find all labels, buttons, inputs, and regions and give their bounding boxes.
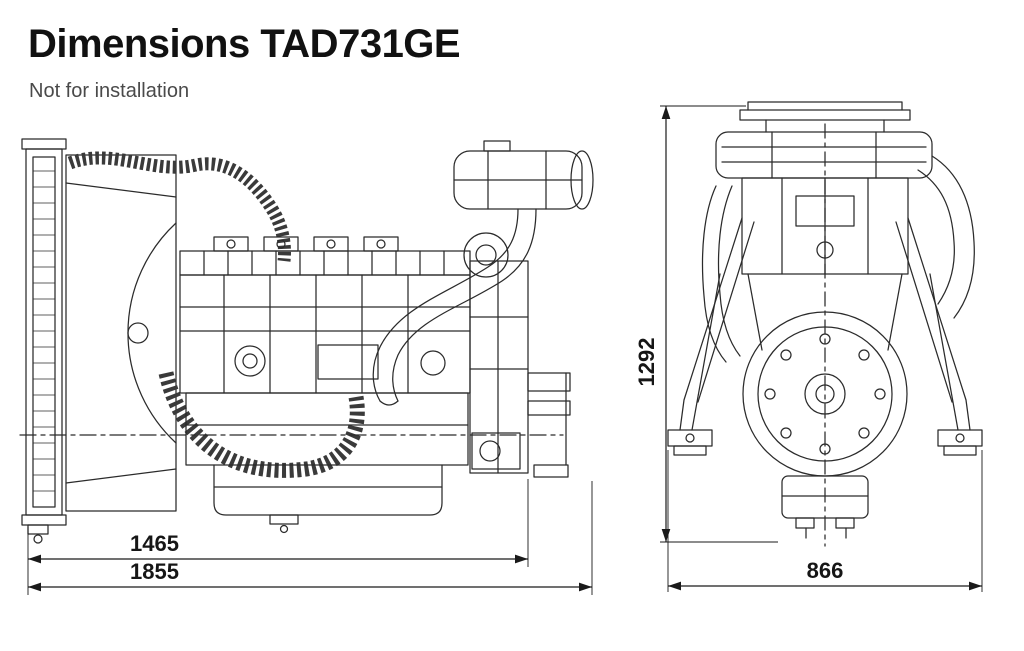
dimension-label-overall-length: 1855 <box>130 559 179 584</box>
engine-top <box>179 236 471 276</box>
flywheel-housing <box>469 260 571 478</box>
radiator <box>21 138 67 544</box>
engine-block <box>179 274 471 466</box>
engine-front-view: 1292 866 <box>634 101 983 592</box>
dimension-label-engine-length: 1465 <box>130 531 179 556</box>
air-cleaner-front <box>715 131 933 179</box>
left-pipe <box>701 185 741 363</box>
engine-body-front <box>741 177 909 275</box>
page-subtitle: Not for installation <box>29 80 190 102</box>
right-pipe <box>917 155 975 319</box>
coolant-hose-icon <box>158 371 365 478</box>
top-frame <box>739 101 911 133</box>
dimension-label-overall-height: 1292 <box>634 338 659 387</box>
mounting-bracket-left <box>667 217 755 456</box>
oil-pan <box>213 464 443 534</box>
intake-hose-icon <box>67 151 291 262</box>
air-cleaner <box>453 140 594 210</box>
engine-side-view: 1465 1855 <box>19 138 594 595</box>
page-title: Dimensions TAD731GE <box>28 22 461 66</box>
side-view-dimensions: 1465 1855 <box>27 479 593 595</box>
mounting-bracket-right <box>895 217 983 456</box>
fan-shroud <box>65 154 177 512</box>
dimension-label-overall-width: 866 <box>807 558 844 583</box>
front-view-dimensions: 1292 866 <box>634 105 983 592</box>
turbo-pipe <box>372 208 537 406</box>
